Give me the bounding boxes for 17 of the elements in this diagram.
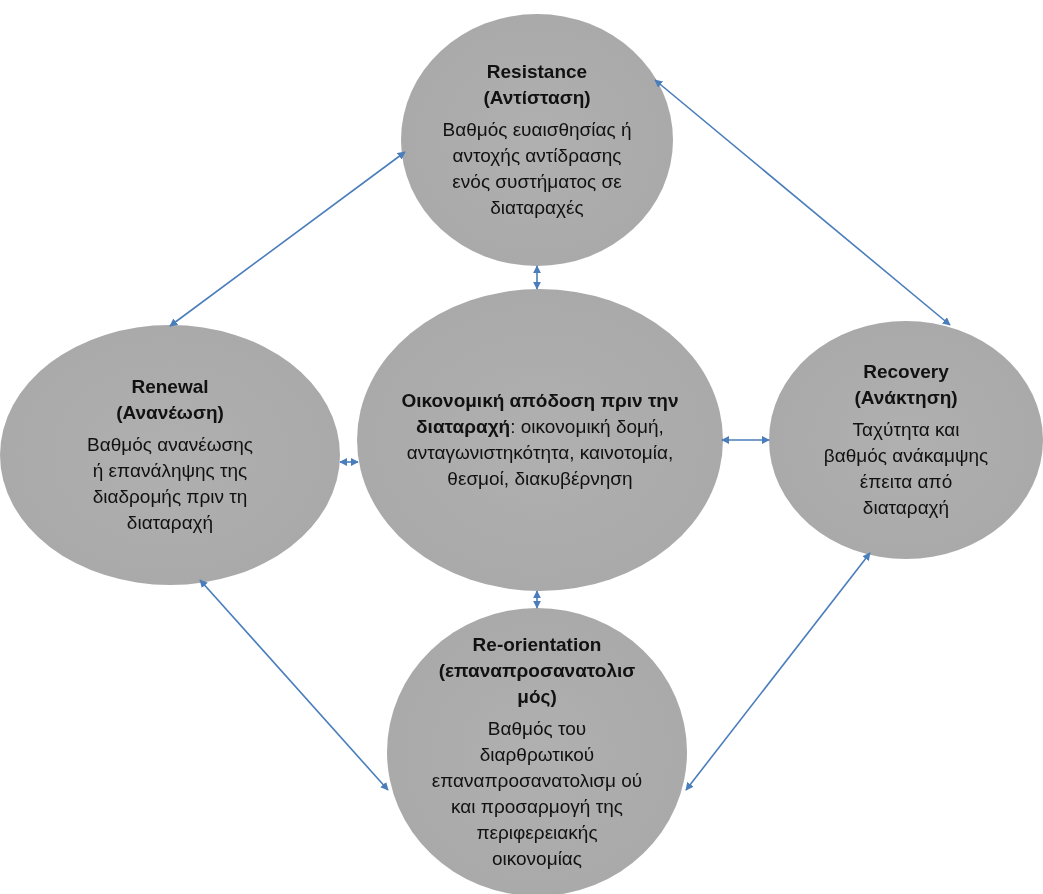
node-description: Βαθμός ανανέωσης ή επανάληψης της διαδρομής πριν τη διαταραχή bbox=[86, 433, 254, 535]
node-description: Ταχύτητα και βαθμός ανάκαμψης έπειτα από διαταραχή bbox=[823, 418, 989, 520]
double-arrow bbox=[339, 458, 359, 466]
node-heading: Resistance (Αντίσταση) bbox=[482, 60, 592, 110]
node-description: Βαθμός του διαρθρωτικού επαναπροσανατολισμ ού και προσαρμογή της περιφερειακής οικονομίας bbox=[430, 717, 644, 871]
double-arrow bbox=[654, 79, 951, 326]
double-arrow bbox=[533, 265, 541, 290]
double-arrow bbox=[533, 590, 541, 609]
double-arrow bbox=[685, 552, 871, 791]
double-arrow bbox=[169, 151, 406, 327]
double-arrow bbox=[721, 436, 770, 444]
node-heading: Renewal (Ανανέωση) bbox=[115, 375, 225, 425]
node-description: Οικονομική απόδοση πριν την διαταραχή: οικονομική δομή, ανταγωνιστηκότητα, καινοτομία, θεσμοί, διακυβέρνηση bbox=[400, 389, 680, 491]
node-heading: Recovery (Ανάκτηση) bbox=[853, 360, 959, 410]
node-heading: Re-orientation (επαναπροσανατολισ μός) bbox=[437, 633, 637, 709]
double-arrow bbox=[199, 579, 389, 791]
node-description: Βαθμός ευαισθησίας ή αντοχής αντίδρασης ενός συστήματος σε διαταραχές bbox=[441, 118, 633, 220]
